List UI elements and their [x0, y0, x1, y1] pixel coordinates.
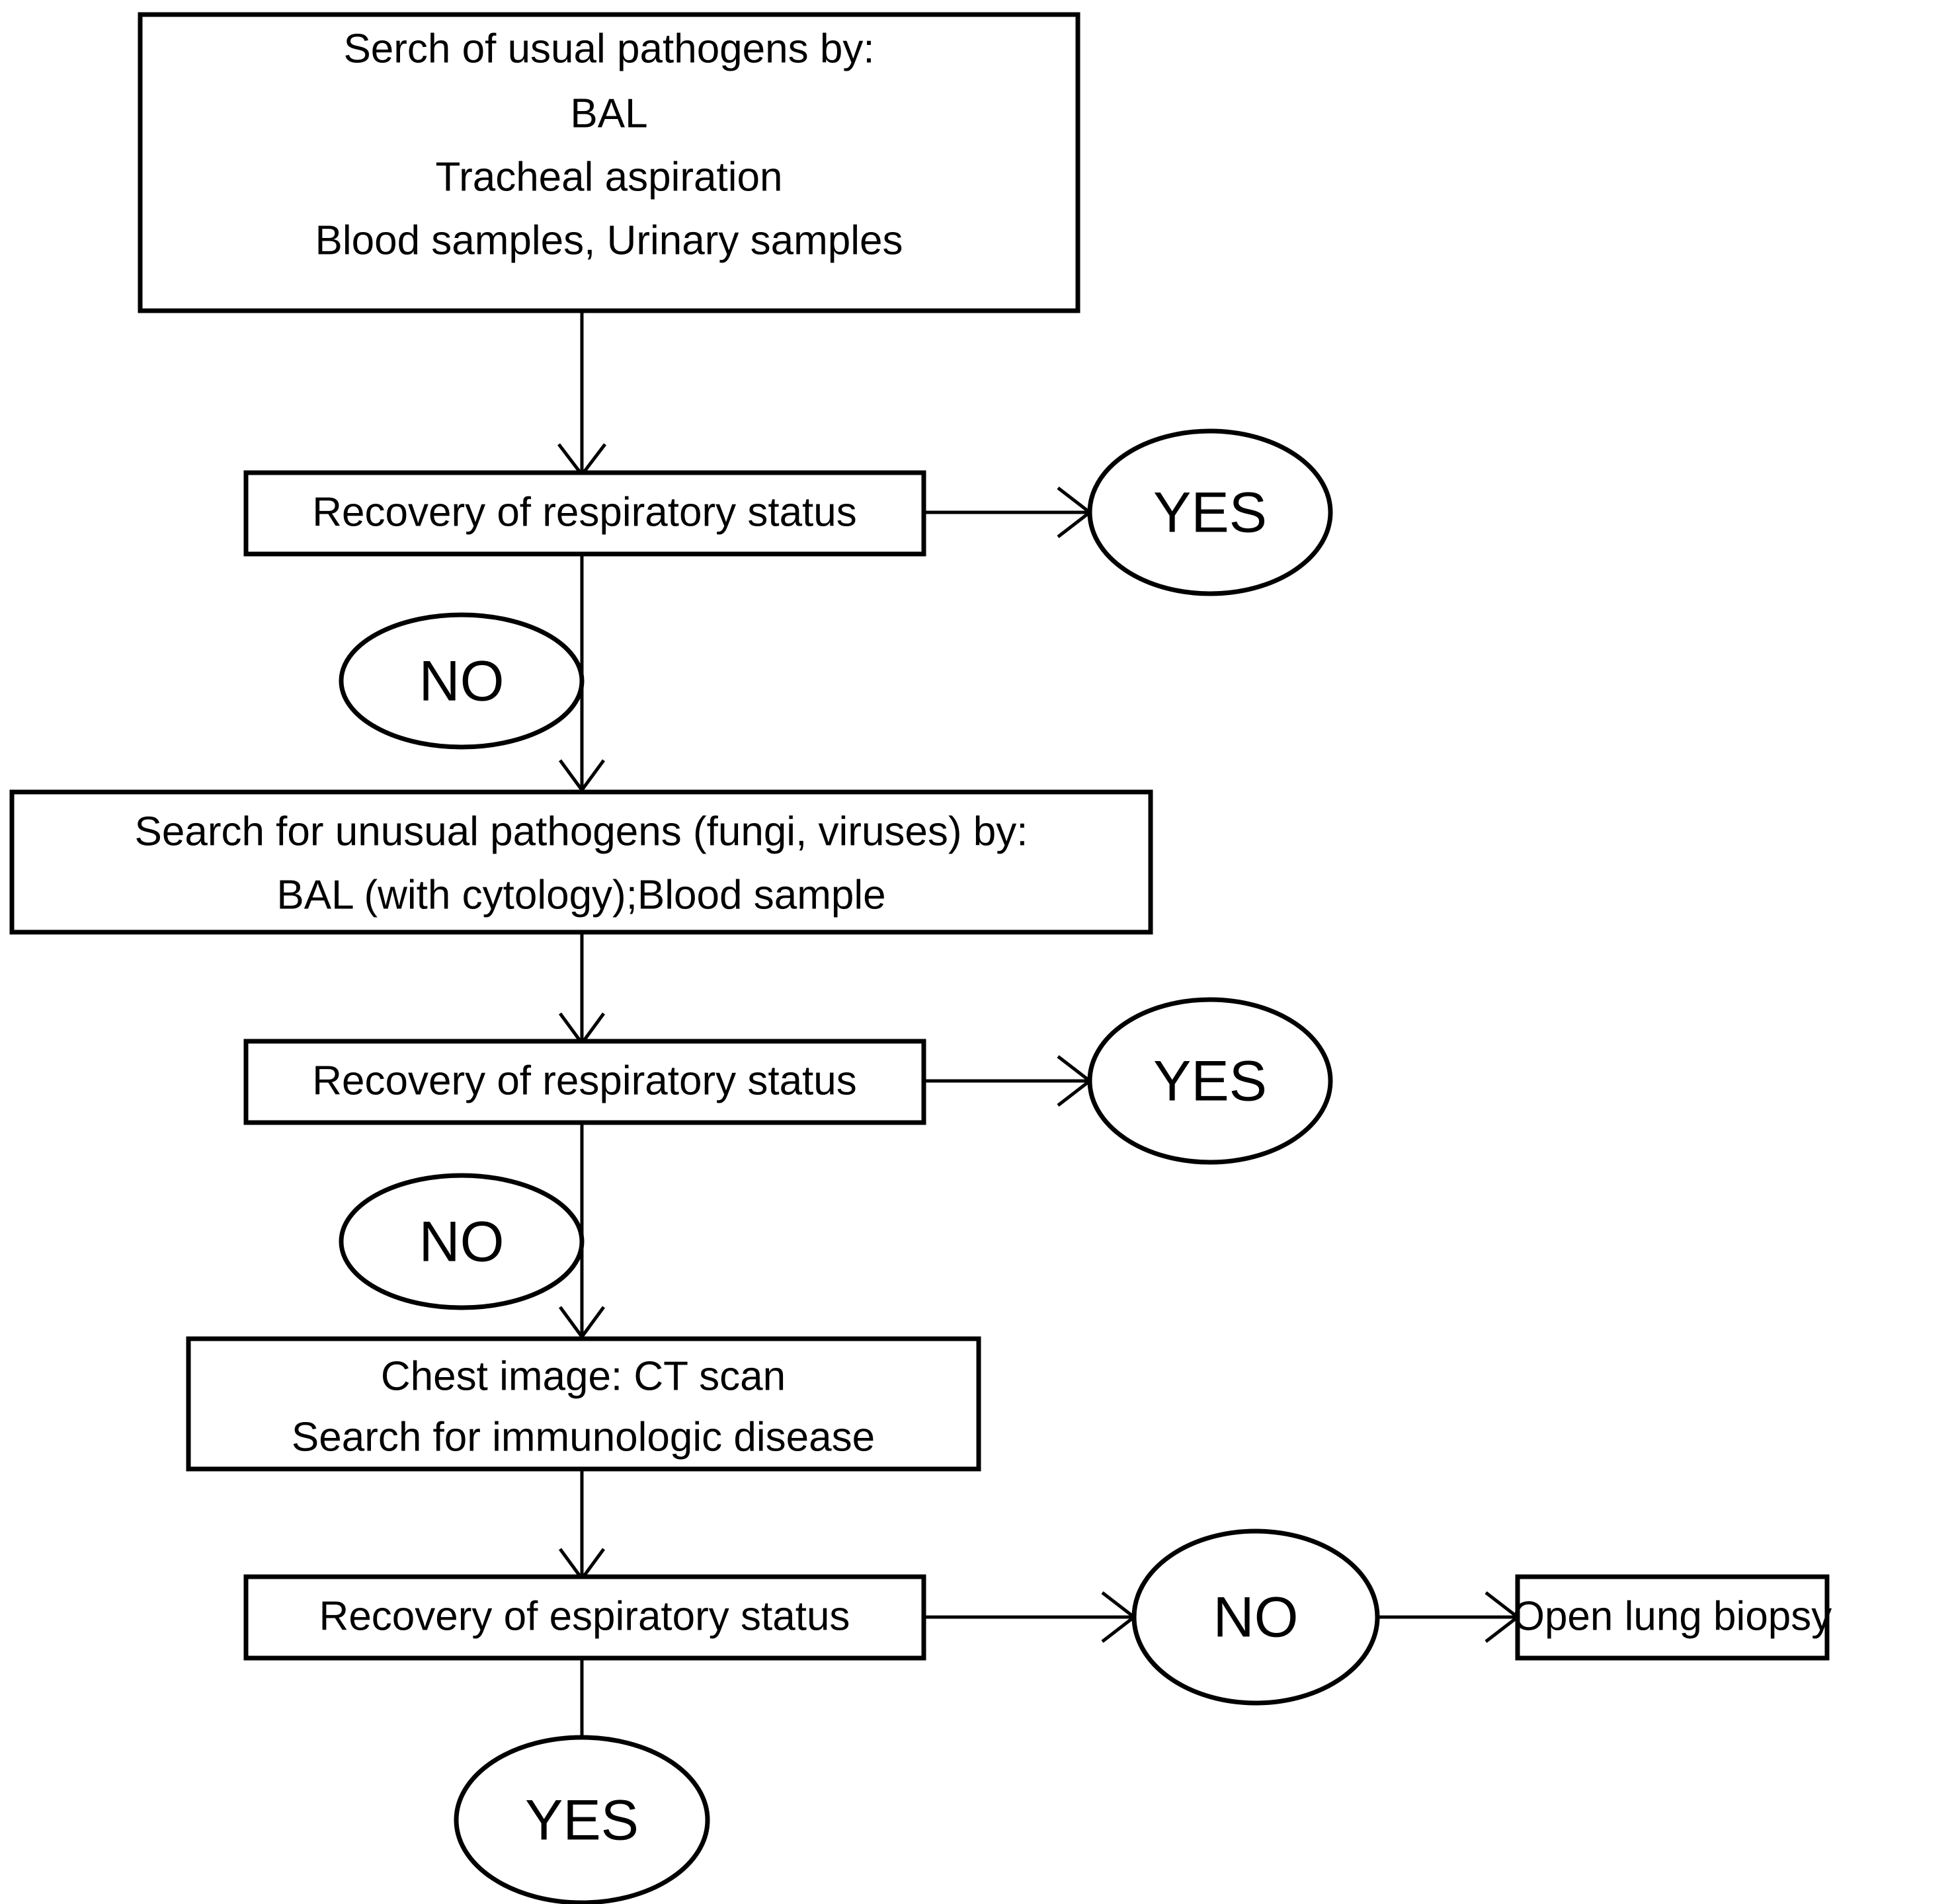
node-no-2[interactable]: NO [339, 1173, 585, 1310]
node-recovery-1-label: Recovery of respiratory status [312, 489, 857, 535]
node-yes-3[interactable]: YES [454, 1735, 710, 1904]
edge-search-unusual-to-recovery-2 [558, 932, 606, 1047]
edge-recovery-3-to-no-3 [924, 1591, 1137, 1643]
node-recovery-3-label: Recovery of espiratory status [319, 1593, 850, 1639]
node-chest-image-line-2: Search for immunologic disease [292, 1414, 875, 1460]
node-search-unusual-pathogens[interactable]: Search for unusual pathogens (fungi, vir… [9, 789, 1153, 935]
edge-recovery-2-to-yes-2 [924, 1055, 1093, 1107]
node-no-3[interactable]: NO [1131, 1528, 1380, 1706]
edge-search-usual-to-recovery-1 [557, 311, 606, 478]
node-search-unusual-pathogens-line-2: BAL (with cytology);Blood sample [276, 872, 885, 918]
node-yes-1-label: YES [1153, 481, 1267, 545]
node-yes-1[interactable]: YES [1087, 428, 1333, 596]
node-yes-2-label: YES [1153, 1050, 1267, 1113]
node-no-2-label: NO [419, 1210, 505, 1274]
node-open-lung-biopsy[interactable]: Open lung biopsy [1513, 1574, 1832, 1661]
node-yes-3-label: YES [525, 1789, 639, 1852]
node-search-unusual-pathogens-line-1: Search for unusual pathogens (fungi, vir… [135, 809, 1028, 854]
node-recovery-1[interactable]: Recovery of respiratory status [243, 470, 926, 557]
node-search-usual-pathogens-line-4: Blood samples, Urinary samples [315, 218, 903, 263]
node-open-lung-biopsy-label: Open lung biopsy [1513, 1593, 1832, 1639]
node-chest-image-line-1: Chest image: CT scan [381, 1353, 786, 1399]
node-search-usual-pathogens-line-2: BAL [570, 91, 647, 136]
edge-chest-image-to-recovery-3 [558, 1469, 606, 1582]
node-search-usual-pathogens-line-3: Tracheal aspiration [436, 154, 783, 200]
edge-recovery-1-to-yes-1 [924, 487, 1093, 538]
node-chest-image[interactable]: Chest image: CT scan Search for immunolo… [186, 1336, 981, 1472]
node-search-usual-pathogens-line-1: Serch of usual pathogens by: [343, 26, 874, 71]
node-recovery-2-label: Recovery of respiratory status [312, 1058, 857, 1103]
node-no-1-label: NO [419, 650, 505, 713]
node-recovery-2[interactable]: Recovery of respiratory status [243, 1039, 926, 1125]
node-search-usual-pathogens[interactable]: Serch of usual pathogens by: BAL Trachea… [138, 12, 1080, 313]
edge-no-3-to-open-lung-biopsy [1379, 1591, 1521, 1643]
node-no-1[interactable]: NO [339, 612, 585, 750]
node-no-3-label: NO [1213, 1586, 1299, 1649]
node-recovery-3[interactable]: Recovery of espiratory status [243, 1574, 926, 1661]
node-yes-2[interactable]: YES [1087, 997, 1333, 1165]
